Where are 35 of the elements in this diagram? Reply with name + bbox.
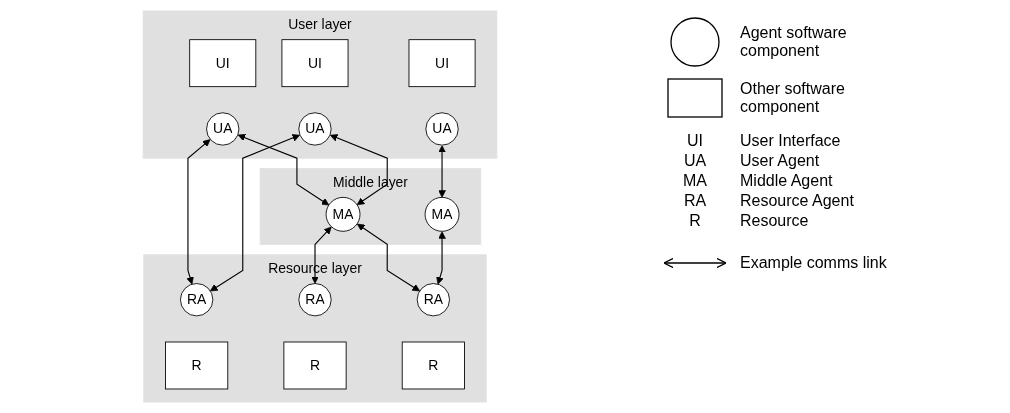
abbreviation-text: RA [682,192,708,210]
node-circle: MA [325,196,361,232]
double-arrow [210,134,300,292]
node-box: UI [281,39,349,88]
node-circle: UA [206,112,240,146]
definition-text: User Interface [740,132,842,150]
node-circle: RA [180,283,214,317]
node-circle: UA [425,112,459,146]
legend-text: Agent software component [740,24,848,60]
node-circle: RA [416,283,450,317]
node-box: UI [189,39,257,88]
abbreviation-text: UA [682,152,708,170]
node-circle: MA [424,196,460,232]
double-arrow [186,139,211,285]
abbreviation-text: UI [686,132,704,150]
double-arrow [329,134,388,206]
definition-text: Resource [740,212,810,230]
node-circle: UA [298,112,332,146]
double-arrow [311,226,332,284]
legend-text: Example comms link [740,254,887,272]
abbreviation-text: R [688,212,702,230]
definition-text: Resource Agent [740,192,855,210]
double-arrow [438,145,446,198]
node-box: UI [408,39,476,88]
node-box: R [401,341,465,390]
legend-text: Other software component [740,80,846,116]
double-arrow [357,223,420,292]
definition-text: Middle Agent [740,172,834,190]
abbreviation-text: MA [682,172,708,190]
node-circle: RA [298,283,332,317]
double-arrow [237,134,330,206]
double-arrow [436,231,446,285]
node-box: R [165,341,229,390]
definition-text: User Agent [740,152,821,170]
node-box: R [283,341,347,390]
